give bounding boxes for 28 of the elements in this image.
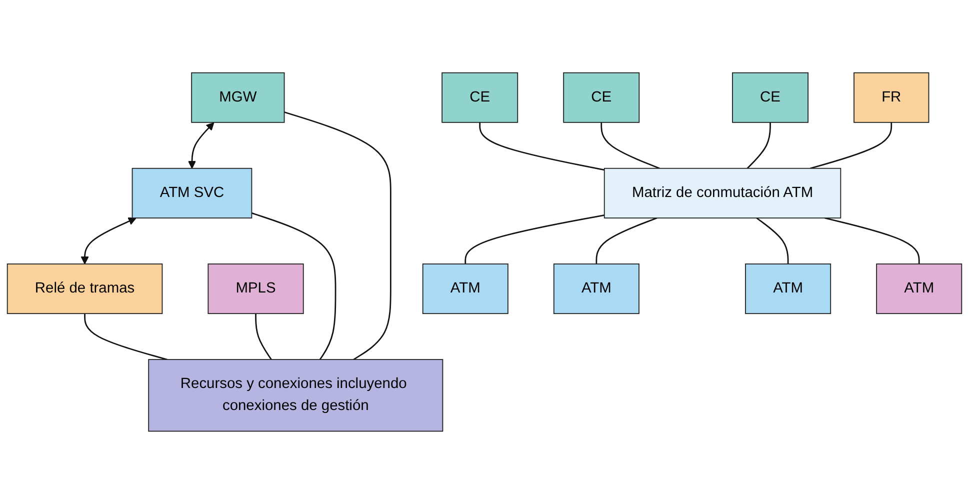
node-box: ATM [745, 264, 832, 314]
connector [84, 314, 168, 360]
connector [464, 214, 604, 264]
node-box: ATM [422, 264, 508, 314]
connector [479, 122, 604, 171]
connector [251, 212, 336, 360]
node-box: Matriz de conmutación ATM [604, 168, 842, 218]
arrow [188, 122, 214, 169]
node-box: MGW [191, 72, 285, 123]
connector [756, 217, 789, 264]
connector [824, 217, 920, 264]
node-box: CE [442, 72, 518, 123]
connector [810, 122, 892, 170]
node-box: Relé de tramas [6, 264, 163, 314]
connector [255, 314, 272, 360]
node-box: CE [563, 72, 640, 123]
connector [284, 111, 392, 360]
connector [746, 122, 771, 169]
connector [600, 122, 660, 169]
node-box: Recursos y conexiones incluyendo conexiones de gestión [148, 359, 444, 432]
node-box: ATM [876, 264, 962, 314]
node-box: ATM SVC [132, 168, 252, 218]
arrow [80, 217, 136, 264]
node-box: FR [854, 72, 930, 123]
node-box: ATM [553, 264, 640, 314]
node-box: MPLS [208, 264, 304, 314]
connector [596, 217, 658, 264]
node-box: CE [732, 72, 808, 123]
